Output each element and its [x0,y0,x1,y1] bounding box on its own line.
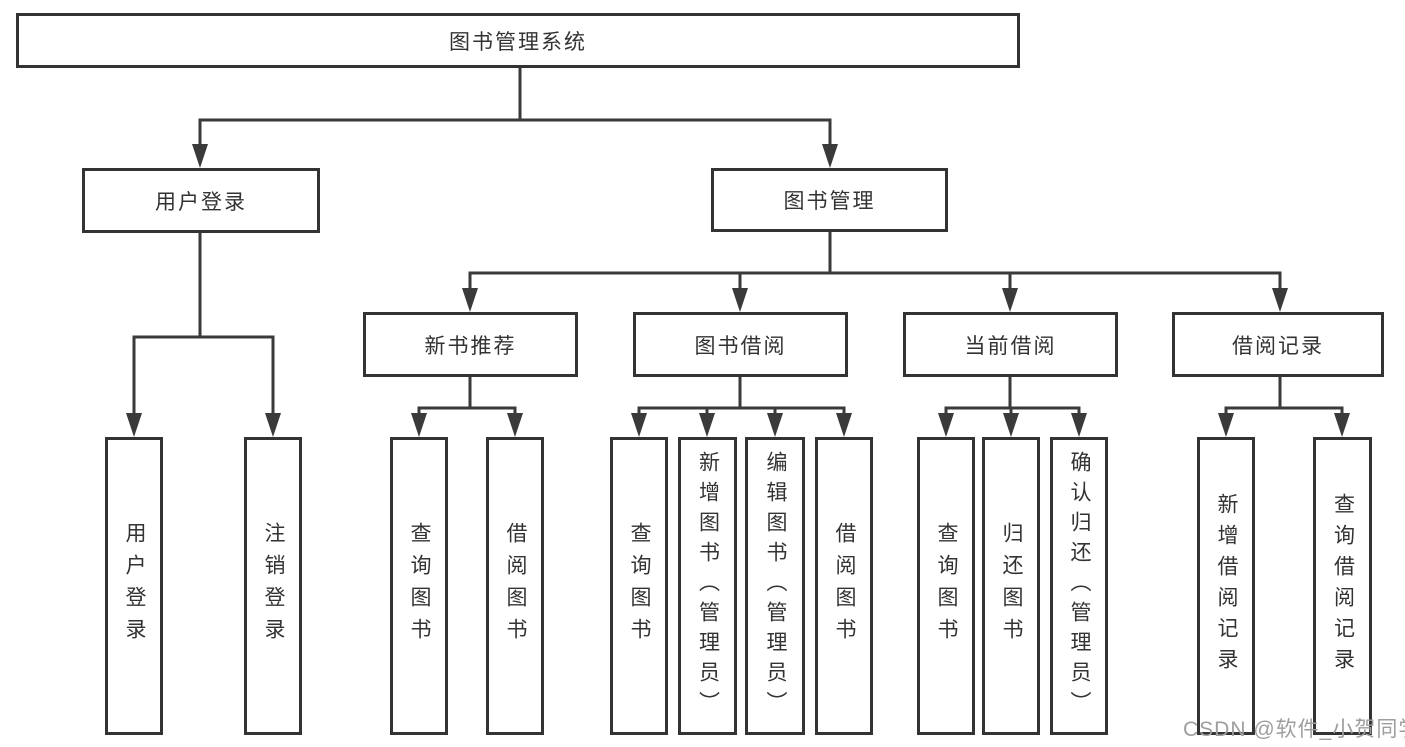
leaf-current-query-books: 查询图书 [917,437,975,735]
leaf-confirm-return-admin: 确认归还（管理员） [1050,437,1108,735]
leaf-query-borrow-record: 查询借阅记录 [1313,437,1372,735]
leaf-edit-book-admin: 编辑图书（管理员） [745,437,805,735]
leaf-recommend-query-books: 查询图书 [390,437,448,735]
leaf-borrow-query-books: 查询图书 [610,437,668,735]
node-borrow-records: 借阅记录 [1172,312,1384,377]
node-user-login: 用户登录 [82,168,320,233]
branch-current-borrow [938,377,1087,437]
node-current-borrow: 当前借阅 [903,312,1118,377]
leaf-user-login: 用户登录 [105,437,163,735]
branch-book-management [462,232,1288,312]
node-book-management: 图书管理 [711,168,948,232]
branch-root [192,68,838,168]
node-new-book-recommend: 新书推荐 [363,312,578,377]
watermark: CSDN @软件_小贺同学 [1183,718,1405,741]
node-root: 图书管理系统 [16,13,1020,68]
node-book-borrow: 图书借阅 [633,312,848,377]
branch-borrow-records [1218,377,1350,437]
leaf-add-book-admin: 新增图书（管理员） [678,437,737,735]
branch-book-borrow [631,377,852,437]
leaf-borrow-borrow-books: 借阅图书 [815,437,873,735]
leaf-recommend-borrow-books: 借阅图书 [486,437,544,735]
leaf-logout: 注销登录 [244,437,302,735]
leaf-add-borrow-record: 新增借阅记录 [1197,437,1255,735]
leaf-return-books: 归还图书 [982,437,1040,735]
branch-user-login [126,233,281,437]
branch-new-book-recommend [411,377,523,437]
